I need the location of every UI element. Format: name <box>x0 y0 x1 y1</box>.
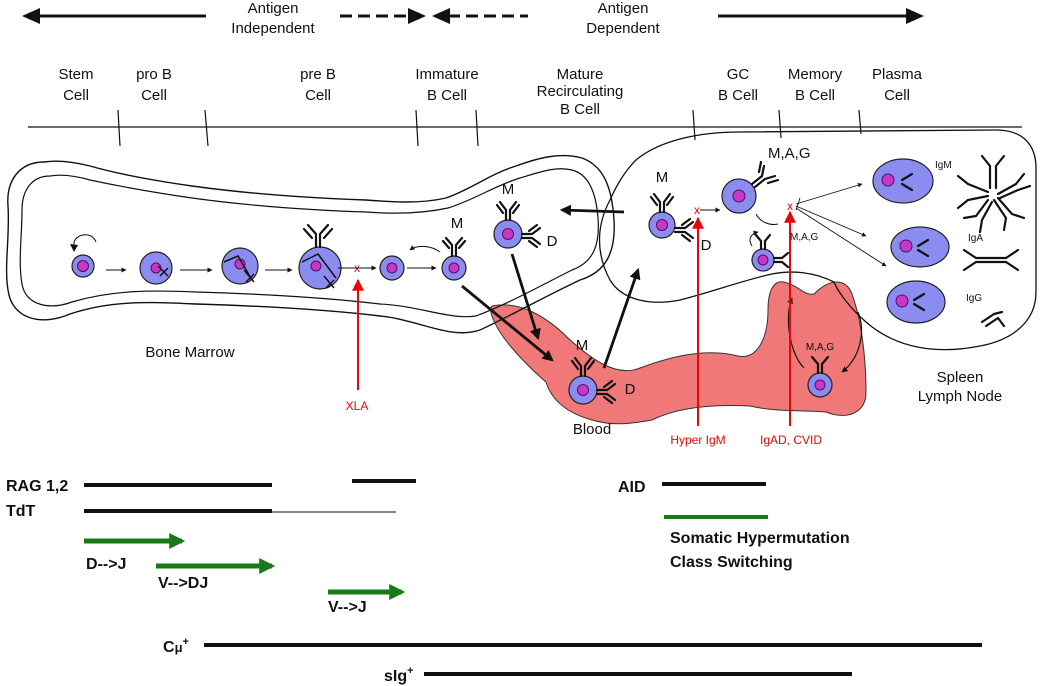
isotype-d-blood: D <box>625 381 636 398</box>
xla-label: XLA <box>346 399 369 413</box>
igm-pentamer-icon <box>956 154 1032 234</box>
plasma-cell-igm <box>872 158 934 204</box>
bone-outer-outline <box>5 154 615 334</box>
isotype-igm-label: IgM <box>935 160 952 171</box>
vj-label: V-->J <box>328 599 367 616</box>
large-pre-b-cell <box>221 247 259 285</box>
stage-timeline <box>28 109 1022 147</box>
class-switching-label: Class Switching <box>670 554 793 571</box>
sig-label: sIg+ <box>384 665 414 685</box>
antigen-independent-arrow <box>22 8 426 24</box>
isotype-m-blood: M <box>576 337 589 354</box>
pro-b-cell <box>139 251 173 285</box>
gc-b-cell <box>721 160 780 225</box>
immature-b-cell <box>409 236 467 281</box>
hyper-igm-label: Hyper IgM <box>670 433 725 447</box>
isotype-m-gc: M <box>656 169 669 186</box>
igad-cvid-label: IgAD, CVID <box>760 433 822 447</box>
plasma-differentiation-arrows <box>795 183 887 267</box>
isotype-m-mature: M <box>502 181 515 198</box>
rag-label: RAG 1,2 <box>6 478 68 495</box>
isotype-igg-label: IgG <box>966 293 982 304</box>
isotype-d-gc: D <box>701 237 712 254</box>
tdt-label: TdT <box>6 503 36 520</box>
bone-inner-outline <box>19 168 599 318</box>
spleen-mature-b-cell <box>648 192 695 243</box>
cmu-label: Cμ+ <box>163 636 189 656</box>
pre-b-cell-with-receptor <box>298 223 342 290</box>
stem-cell <box>70 234 97 278</box>
isotype-mag-top: M,A,G <box>768 145 811 162</box>
iga-dimer-icon <box>962 248 1020 272</box>
vdj-label: V-->DJ <box>158 575 208 592</box>
hyper-igm-block-mark: x <box>694 203 700 217</box>
small-pre-b-cell <box>379 255 405 281</box>
antigen-dependent-arrow <box>432 8 924 24</box>
igad-cvid-block-mark: x <box>787 199 793 213</box>
memory-b-cell-small <box>749 230 790 272</box>
isotype-mag-small: M,A,G <box>790 232 819 243</box>
isotype-mag-node: M,A,G <box>806 342 835 353</box>
blood-label: Blood <box>573 421 611 438</box>
dj-label: D-->J <box>86 556 126 573</box>
isotype-m-immature: M <box>451 215 464 232</box>
isotype-d-mature: D <box>547 233 558 250</box>
thick-migration-arrows <box>461 204 641 369</box>
blood-b-cell <box>568 356 617 405</box>
aid-label: AID <box>618 479 646 496</box>
plasma-cell-iga <box>890 226 950 268</box>
somatic-hypermutation-label: Somatic Hypermutation <box>670 530 850 547</box>
igg-monomer-icon <box>980 310 1006 328</box>
spleen-lymph-node-outline <box>598 129 1037 351</box>
bone-marrow-label: Bone Marrow <box>145 344 234 361</box>
mature-b-cell-bone <box>493 200 542 249</box>
plasma-cell-igg <box>886 280 946 324</box>
isotype-iga-label: IgA <box>968 233 983 244</box>
